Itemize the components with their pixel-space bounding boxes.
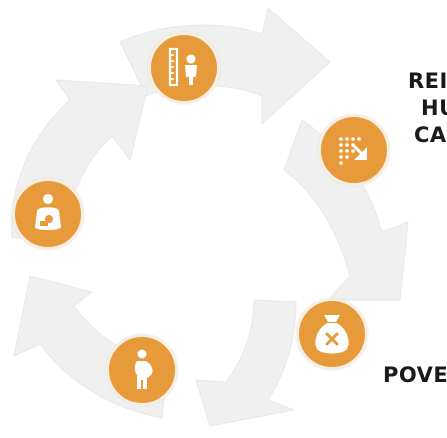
lower-right-label: POVE <box>383 363 447 387</box>
money-bag-cross-icon <box>315 315 349 354</box>
child-height-measure-icon <box>168 47 197 87</box>
pregnant-woman-node <box>106 334 178 406</box>
mother-baby-node <box>12 178 84 250</box>
pregnant-woman-icon <box>134 349 153 389</box>
money-bag-node <box>296 298 368 370</box>
upper-right-label-line-1: REI <box>408 69 447 93</box>
upper-right-label-line-2: HU <box>421 96 447 120</box>
growth-trend-node <box>318 114 390 186</box>
upper-right-label-line-3: CA <box>414 123 447 147</box>
height-measure-node <box>148 32 220 104</box>
mother-breastfeeding-icon <box>35 194 61 230</box>
upper-right-label: REI HU CA <box>408 68 447 149</box>
cycle-arrow-bottom-right <box>195 299 297 427</box>
dotted-chart-down-arrow-icon <box>339 137 367 165</box>
